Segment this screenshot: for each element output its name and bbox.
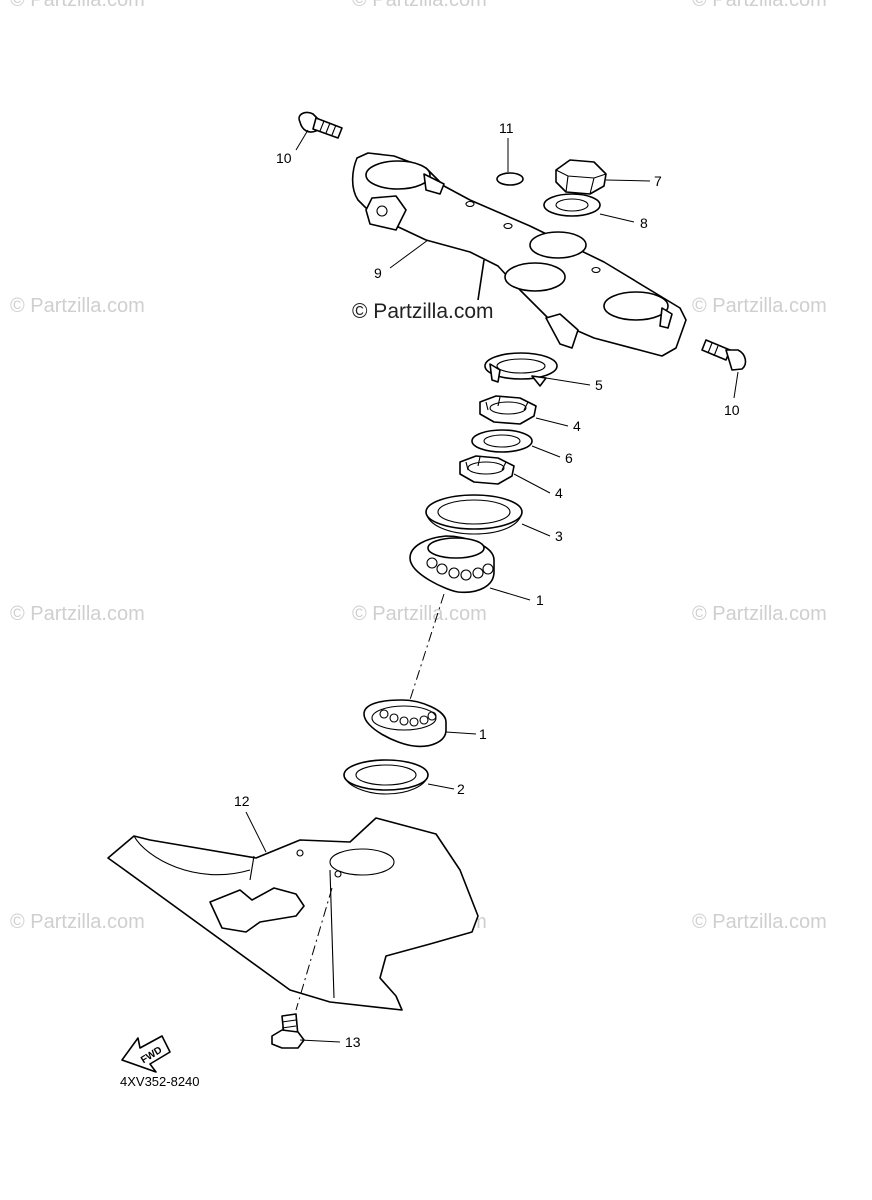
seal-2 — [343, 759, 429, 795]
watermark-tile: © Partzilla.com — [692, 603, 827, 625]
under-bracket-12 — [107, 817, 479, 1011]
bearing-1-upper — [409, 535, 495, 594]
watermark-tiles: © Partzilla.com © Partzilla.com © Partzi… — [10, 0, 827, 933]
washer-8 — [543, 193, 601, 217]
watermark-tile: © Partzilla.com — [352, 0, 487, 11]
callout-6: 6 — [565, 450, 573, 466]
nut-7 — [555, 159, 607, 195]
watermark-main: © Partzilla.com — [352, 300, 494, 323]
callout-8: 8 — [640, 215, 648, 231]
diagram-code: 4XV352-8240 — [120, 1074, 200, 1089]
bolt-axis-line — [295, 887, 333, 1011]
washer-6 — [471, 429, 533, 453]
callout-10-left: 10 — [276, 150, 292, 166]
ring-nut-4-upper — [479, 395, 537, 425]
callout-9: 9 — [374, 265, 382, 281]
ring-nut-4-lower — [459, 455, 515, 485]
bolt-10-left — [298, 111, 343, 139]
callout-4-lower: 4 — [555, 485, 563, 501]
oring-11 — [496, 172, 524, 186]
cover-3 — [425, 494, 523, 535]
callout-13: 13 — [345, 1034, 361, 1050]
watermark-tile: © Partzilla.com — [10, 911, 145, 933]
bolt-13 — [271, 1013, 305, 1049]
callouts: 10 11 7 8 9 5 10 4 6 4 3 1 1 2 12 13 — [234, 120, 740, 1050]
callout-2: 2 — [457, 781, 465, 797]
leader-lines — [245, 129, 739, 1043]
watermark-tile: © Partzilla.com — [352, 603, 487, 625]
upper-bracket-9 — [351, 152, 687, 357]
bearing-1-lower — [363, 699, 447, 748]
watermark-tile: © Partzilla.com — [692, 295, 827, 317]
callout-11: 11 — [499, 120, 514, 136]
bolt-10-right — [701, 339, 747, 371]
watermark-tile: © Partzilla.com — [10, 295, 145, 317]
callout-4-upper: 4 — [573, 418, 581, 434]
watermark-tile: © Partzilla.com — [692, 0, 827, 11]
callout-7: 7 — [654, 173, 662, 189]
callout-5: 5 — [595, 377, 603, 393]
callout-1-upper: 1 — [536, 592, 544, 608]
callout-10-right: 10 — [724, 402, 740, 418]
watermark-tile: © Partzilla.com — [10, 0, 145, 11]
watermark-tile: © Partzilla.com — [692, 911, 827, 933]
callout-3: 3 — [555, 528, 563, 544]
callout-1-lower: 1 — [479, 726, 487, 742]
forward-arrow-icon: FWD — [121, 1035, 171, 1073]
watermark-tile: © Partzilla.com — [10, 603, 145, 625]
lock-washer-5 — [484, 352, 558, 387]
callout-12: 12 — [234, 793, 250, 809]
